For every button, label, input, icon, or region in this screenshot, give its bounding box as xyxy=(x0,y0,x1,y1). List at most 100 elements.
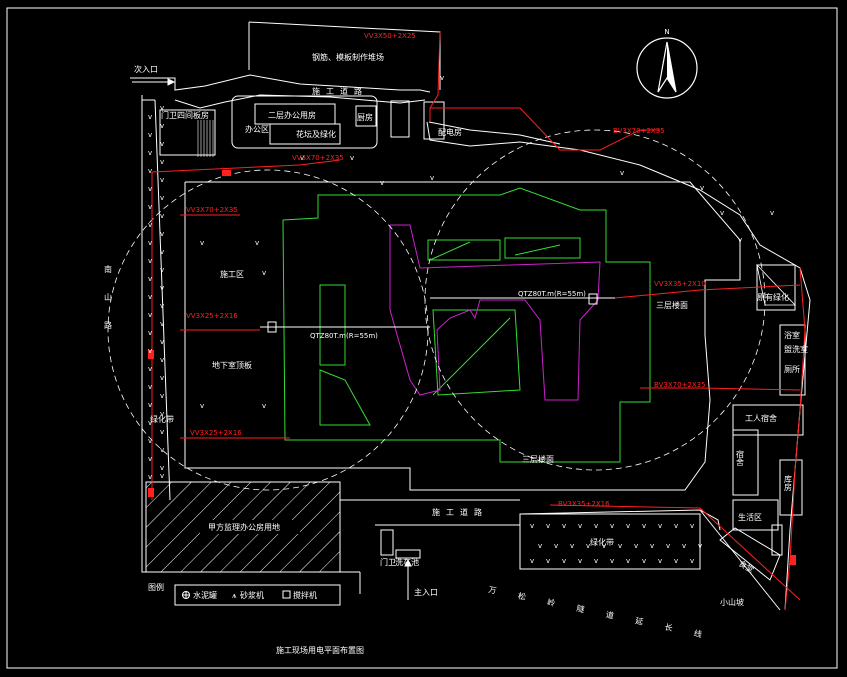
label-secondary-entrance: 次入口 xyxy=(134,64,158,74)
grass-mark: v xyxy=(200,239,204,247)
grass-mark: v xyxy=(626,557,630,565)
cable-label-0: VV3X50+2X25 xyxy=(364,32,416,40)
grass-mark: v xyxy=(538,542,542,550)
grass-mark: v xyxy=(300,154,304,162)
grass-mark: v xyxy=(666,542,670,550)
grass-mark: v xyxy=(440,74,444,82)
label-worker-dorm: 工人宿舍 xyxy=(745,413,777,423)
grass-mark: v xyxy=(262,402,266,410)
mortar-mixer-icon: ⩚ xyxy=(232,591,237,600)
grass-mark: v xyxy=(380,179,384,187)
grass-mark: v xyxy=(610,557,614,565)
label-distribution-room: 配电房 xyxy=(438,127,462,137)
grass-mark: v xyxy=(658,522,662,530)
crane-booms xyxy=(260,293,615,333)
grass-mark: v xyxy=(148,131,152,139)
compass-n-label: N xyxy=(664,28,669,36)
grass-mark: v xyxy=(160,428,164,436)
legend-box: ⩚ xyxy=(174,584,341,606)
label-living-area: 生活区 xyxy=(738,512,762,522)
concrete-mixer-icon xyxy=(282,590,291,599)
label-original-greening: 原有绿化 xyxy=(757,292,789,302)
grass-mark: v xyxy=(620,169,624,177)
grass-mark: v xyxy=(350,154,354,162)
drawing-title: 施工现场用电平面布置图 xyxy=(276,645,364,655)
label-south-road: 施工道路 xyxy=(432,507,488,517)
grass-mark: v xyxy=(148,437,152,445)
grass-mark: v xyxy=(578,557,582,565)
cable-label-1: BV3X70+2X35 xyxy=(613,127,665,135)
grass-mark: v xyxy=(160,266,164,274)
grass-mark: v xyxy=(148,239,152,247)
water-pump-icon xyxy=(182,591,190,599)
label-wash-pool: 洗车池 xyxy=(395,557,419,567)
grass-mark: v xyxy=(160,356,164,364)
original-greening-area xyxy=(756,263,796,306)
grass-mark: v xyxy=(160,284,164,292)
grass-mark: v xyxy=(160,122,164,130)
legend-label-2: 搅拌机 xyxy=(293,590,317,600)
label-main-entrance: 主入口 xyxy=(414,587,438,597)
grass-mark: v xyxy=(698,542,702,550)
grass-mark: v xyxy=(546,522,550,530)
grass-mark: v xyxy=(148,347,152,355)
label-gate-guard: 门卫四间板房 xyxy=(161,110,209,120)
grass-mark: v xyxy=(160,158,164,166)
legend-title: 图例 xyxy=(148,582,164,592)
compass-north-icon: N xyxy=(636,28,698,99)
label-construction-zone: 施工区 xyxy=(220,269,244,279)
label-three-storey-b: 三层楼面 xyxy=(522,454,554,464)
label-bath: 浴室 xyxy=(784,330,800,340)
distribution-boxes xyxy=(148,170,796,565)
grass-mark: v xyxy=(148,257,152,265)
crane-radius-circles xyxy=(107,129,766,491)
label-client-office: 甲方监理办公房用地 xyxy=(208,522,280,532)
grass-mark: v xyxy=(160,194,164,202)
label-tunnel: 万松岭隧道延长线 xyxy=(488,584,725,644)
label-crane-1: QTZ80T.m(R=55m) xyxy=(310,332,378,340)
power-lines xyxy=(151,31,806,611)
grass-mark: v xyxy=(690,557,694,565)
greening-south-area xyxy=(519,513,701,570)
grass-mark: v xyxy=(642,557,646,565)
grass-mark: v xyxy=(160,212,164,220)
grass-mark: v xyxy=(160,176,164,184)
grass-mark: v xyxy=(148,383,152,391)
cable-label-4: VV3X25+2X16 xyxy=(186,312,238,320)
grass-mark: v xyxy=(770,209,774,217)
label-office-building: 二层办公用房 xyxy=(268,110,316,120)
grass-mark: v xyxy=(160,410,164,418)
grass-mark: v xyxy=(690,522,694,530)
grass-mark: v xyxy=(554,542,558,550)
grass-mark: v xyxy=(148,401,152,409)
grass-mark: v xyxy=(674,557,678,565)
drawing-frame xyxy=(6,7,838,669)
grass-mark: v xyxy=(586,542,590,550)
grass-mark: v xyxy=(578,522,582,530)
label-south-mountain-road: 南山路 xyxy=(104,264,113,349)
grass-mark: v xyxy=(262,269,266,277)
cable-label-5: VV3X35+2X10 xyxy=(654,280,706,288)
grass-mark: v xyxy=(634,542,638,550)
label-toilet: 厕所 xyxy=(784,364,800,374)
west-strip xyxy=(142,99,216,501)
living-area xyxy=(719,264,806,581)
grass-mark: v xyxy=(148,185,152,193)
cable-label-8: BV3X35+2X16 xyxy=(558,500,610,508)
building-outlines xyxy=(282,187,651,463)
grass-mark: v xyxy=(738,236,742,244)
grass-marks: vvvvvvvvvvvvvvvvvvvvvvvvvvvvvvvvvvvvvvvv… xyxy=(148,74,774,565)
grass-mark: v xyxy=(602,542,606,550)
grass-mark: v xyxy=(674,522,678,530)
grass-mark: v xyxy=(160,392,164,400)
label-north-road: 施工道路 xyxy=(312,86,368,96)
label-kitchen: 厨房 xyxy=(357,112,373,122)
label-greening-strip: 绿化带 xyxy=(150,414,174,424)
cable-label-3: VV3X70+2X35 xyxy=(186,206,238,214)
grass-mark: v xyxy=(626,522,630,530)
grass-mark: v xyxy=(148,473,152,481)
secondary-entrance-arrow-icon xyxy=(132,78,176,86)
cable-label-7: BV3X70+2X35 xyxy=(654,381,706,389)
grass-mark: v xyxy=(148,167,152,175)
grass-mark: v xyxy=(570,542,574,550)
